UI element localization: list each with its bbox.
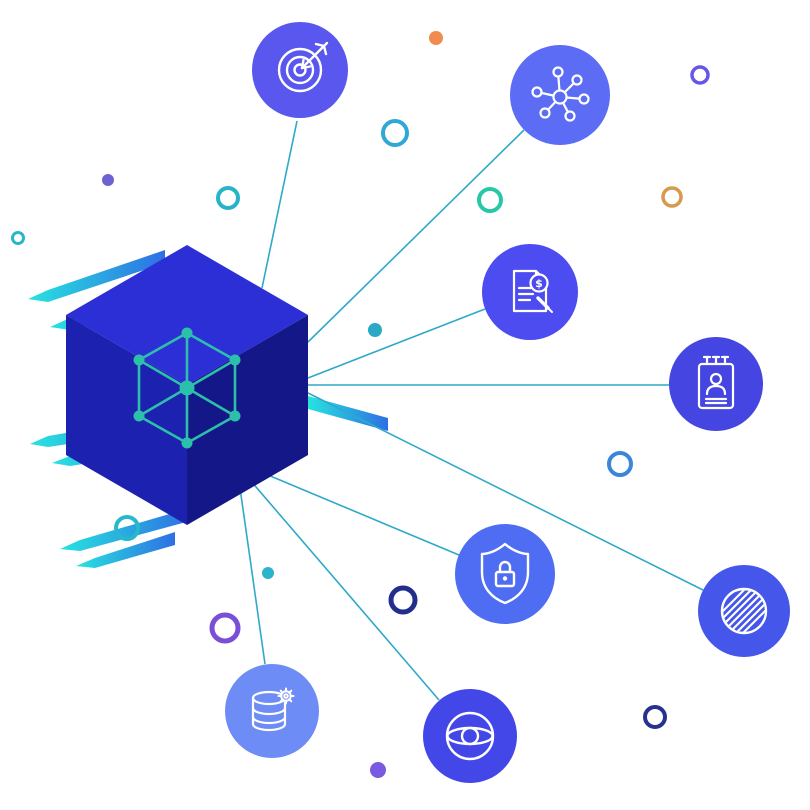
- node-target: [252, 22, 348, 118]
- decor-dot: [262, 567, 274, 579]
- decor-ring: [381, 119, 409, 147]
- node-sphere: [698, 565, 790, 657]
- icon-spoke: [185, 386, 237, 418]
- decor-dot: [102, 174, 114, 186]
- node-notepad: [669, 337, 763, 431]
- decor-ring: [114, 515, 140, 541]
- decor-ring: [216, 186, 240, 210]
- decor-ring: [11, 231, 25, 245]
- central-cube: [66, 245, 308, 525]
- target-icon: [277, 41, 329, 93]
- decor-ring: [477, 187, 503, 213]
- decor-ring: [643, 705, 667, 729]
- shield-lock-icon: [480, 542, 530, 605]
- node-target-circle: [252, 22, 348, 118]
- node-document-circle: [482, 244, 578, 340]
- icon-spoke: [137, 386, 189, 418]
- decor-ring: [388, 585, 418, 615]
- connector-globe: [249, 479, 440, 701]
- node-document: $: [482, 244, 578, 340]
- node-database-circle: [225, 664, 319, 758]
- icon-spoke: [185, 358, 237, 390]
- arrow-ribbon: [60, 508, 190, 551]
- node-database: [225, 664, 319, 758]
- cube-right-face: [187, 315, 308, 525]
- connector-lines: [239, 120, 704, 701]
- decor-ring: [661, 186, 683, 208]
- gear: [277, 687, 295, 705]
- connector-shield: [255, 469, 460, 556]
- node-hub: [510, 45, 610, 145]
- node-shield-circle: [455, 524, 555, 624]
- decorative-dots: [11, 31, 710, 778]
- decor-dot: [370, 762, 386, 778]
- connector-database: [239, 487, 266, 665]
- database-gear-icon: [251, 687, 295, 732]
- decor-ring: [209, 612, 241, 644]
- decor-ring: [690, 65, 710, 85]
- connector-document: [307, 308, 486, 379]
- decor-dot: [429, 31, 443, 45]
- connector-sphere: [307, 392, 704, 591]
- blockchain-cube-icon: [133, 327, 241, 449]
- decor-ring: [607, 451, 633, 477]
- cube-left-face: [66, 315, 187, 525]
- contract-document-icon: $: [512, 269, 553, 313]
- icon-spoke: [137, 358, 189, 390]
- node-shield: [455, 524, 555, 624]
- dollar-badge-text: $: [535, 277, 543, 290]
- decor-dot: [368, 323, 382, 337]
- arrow-ribbon: [28, 250, 165, 302]
- dollar-badge: [529, 273, 549, 293]
- globe-lens-icon: [445, 711, 495, 761]
- connector-hub: [307, 129, 525, 343]
- node-globe: [423, 689, 517, 783]
- hub-network-icon: [531, 66, 590, 122]
- contact-notepad-icon: [697, 355, 735, 410]
- icon-nodes: [133, 327, 241, 449]
- connector-target: [261, 120, 298, 289]
- arrow-ribbon: [76, 532, 175, 568]
